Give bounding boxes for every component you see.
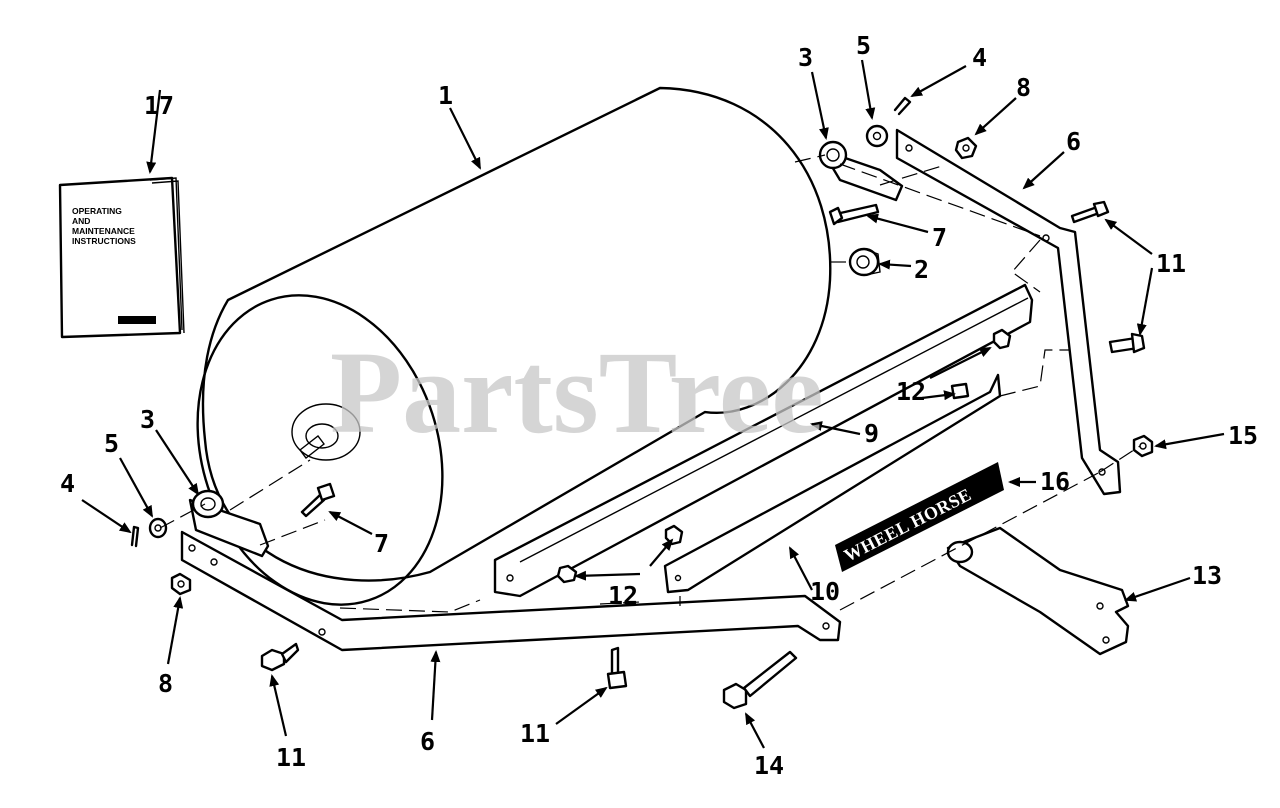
nut-12-upper [992,328,1012,350]
callout-8-right: 8 [1016,73,1031,102]
callout-12-lower: 12 [608,581,638,610]
callout-16: 16 [1040,467,1070,496]
bolt-7-right [828,203,880,226]
manual-line-4: INSTRUCTIONS [72,236,136,246]
washer-right [865,124,889,148]
side-arm-bottom [180,530,842,652]
callout-5-right: 5 [856,31,871,60]
bolt-14 [722,650,798,710]
callout-labels: 1 2 3 5 4 8 6 7 11 12 9 16 15 10 13 12 7… [60,31,1258,780]
callout-15: 15 [1228,421,1258,450]
callout-11-bottom-mid: 11 [520,719,550,748]
manual-line-1: OPERATING [72,206,122,216]
bearing-bracket-right [818,140,904,202]
drain-plug [848,247,881,277]
side-arm-right [895,128,1122,496]
callout-11-bottom-left: 11 [276,743,306,772]
bolt-11-bottom-mid [606,646,628,690]
callout-13: 13 [1192,561,1222,590]
callout-8-left: 8 [158,669,173,698]
bolt-11-right-lower [1108,332,1146,354]
bolt-7-left [300,482,336,518]
bolt-11-right-upper [1070,200,1110,224]
callout-1: 1 [438,81,453,110]
assembly-lines [159,154,1141,613]
hitch-bracket [946,526,1130,656]
callout-5-left: 5 [104,429,119,458]
callout-11-right: 11 [1156,249,1186,278]
callout-3-left: 3 [140,405,155,434]
callout-3-right: 3 [798,43,813,72]
bolt-11-bottom-left [260,642,300,672]
callout-7-right: 7 [932,223,947,252]
operating-manual: OPERATING AND MAINTENANCE INSTRUCTIONS [58,176,185,339]
callout-17: 17 [144,91,174,120]
cotter-pin-left [130,525,140,548]
callout-6-top: 6 [1066,127,1081,156]
manual-line-3: MAINTENANCE [72,226,135,236]
cotter-pin-right [893,96,912,116]
callout-12-upper: 12 [896,377,926,406]
bearing-bracket-left [188,489,270,558]
callout-2: 2 [914,255,929,284]
callout-4-right: 4 [972,43,987,72]
callout-14: 14 [754,751,784,780]
nut-8-left [170,572,192,596]
watermark: PartsTree [330,327,824,458]
nut-8-right [954,136,978,160]
leader-arrows [81,59,1225,749]
nut-15 [1132,434,1154,458]
roller-drum [196,86,832,606]
manual-line-2: AND [72,216,90,226]
callout-10: 10 [810,577,840,606]
callout-4-left: 4 [60,469,75,498]
washer-left [148,517,168,539]
callout-9: 9 [864,419,879,448]
callout-7-left: 7 [374,529,389,558]
manual-logo-block [118,316,156,324]
callout-6-bottom: 6 [420,727,435,756]
scraper-bar [493,283,1034,598]
bolt-12-upper [950,382,970,400]
